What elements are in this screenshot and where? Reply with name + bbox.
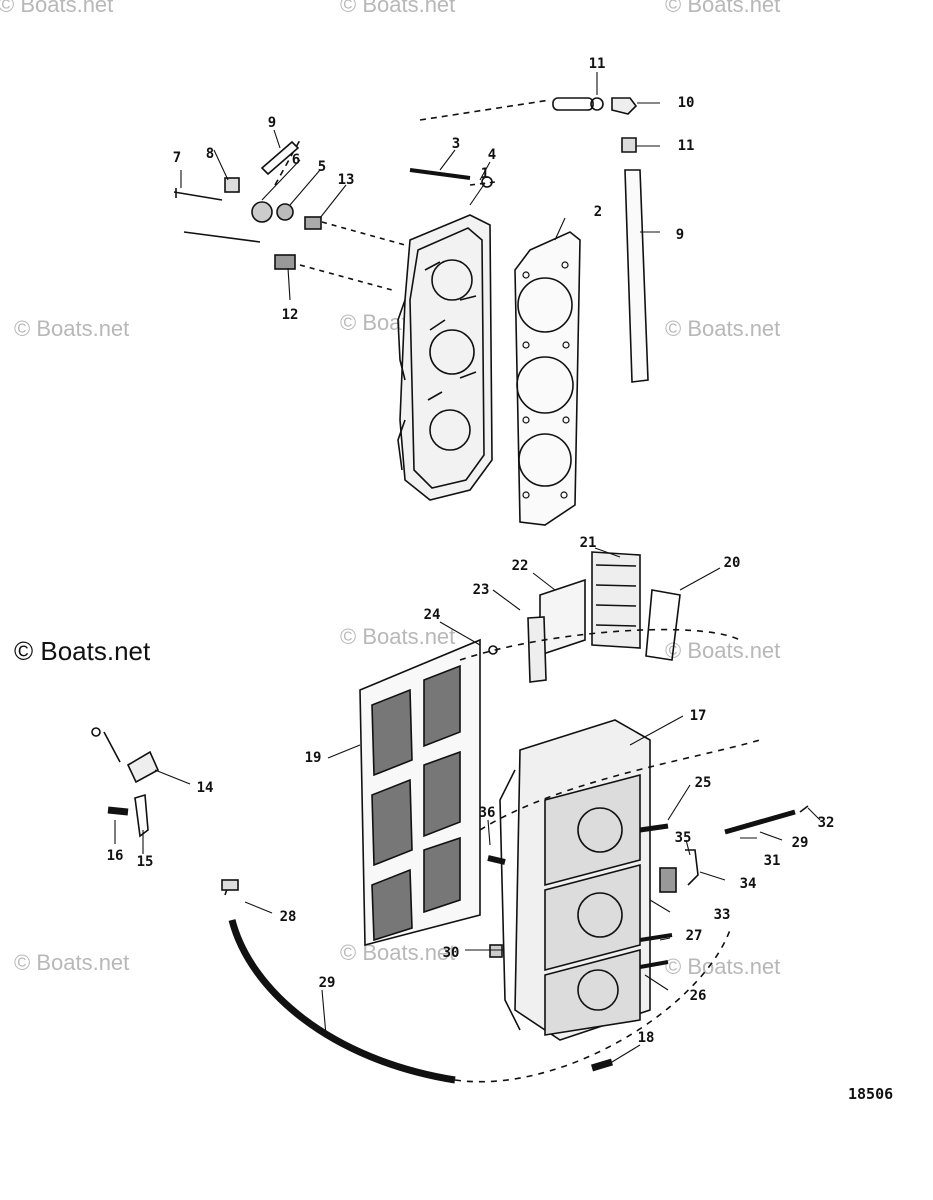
callout-3: 3: [451, 136, 461, 152]
hose-part: [624, 169, 649, 383]
reed-block-part: [488, 551, 681, 683]
callout-9: 9: [267, 115, 277, 131]
callout-27: 27: [685, 928, 703, 944]
watermark: © Boats.net: [665, 0, 781, 17]
fastener-group-lower: [91, 727, 809, 1072]
callout-9: 9: [675, 227, 685, 243]
callout-13: 13: [337, 172, 355, 188]
callout-1: 1: [480, 166, 490, 182]
callout-8: 8: [205, 146, 215, 162]
callout-21: 21: [579, 535, 597, 551]
callout-36: 36: [478, 805, 496, 821]
callout-34: 34: [739, 876, 757, 892]
leader-lines: [114, 72, 821, 1063]
callout-19: 19: [304, 750, 322, 766]
callout-31: 31: [763, 853, 781, 869]
figure-number: 18506: [848, 1085, 894, 1103]
cylinder-head-part: [397, 214, 493, 501]
callout-11: 11: [677, 138, 695, 154]
callout-32: 32: [817, 815, 835, 831]
callout-35: 35: [674, 830, 692, 846]
callout-29: 29: [318, 975, 336, 991]
callout-23: 23: [472, 582, 490, 598]
watermark: © Boats.net: [340, 624, 456, 649]
callout-14: 14: [196, 780, 214, 796]
watermark: © Boats.net: [0, 0, 114, 17]
cover-plate-part: [359, 638, 481, 947]
watermark: © Boats.net: [340, 0, 456, 17]
callout-24: 24: [423, 607, 441, 623]
watermark-main: © Boats.net: [14, 636, 151, 666]
callout-20: 20: [723, 555, 741, 571]
hose-short-part: [260, 140, 300, 176]
watermark: © Boats.net: [340, 940, 456, 965]
watermark: © Boats.net: [14, 316, 130, 341]
watermark: © Boats.net: [665, 316, 781, 341]
watermark: © Boats.net: [14, 950, 130, 975]
callout-30: 30: [442, 945, 460, 961]
callout-18: 18: [637, 1030, 655, 1046]
callout-33: 33: [713, 907, 731, 923]
callout-10: 10: [677, 95, 695, 111]
head-gasket-part: [514, 231, 581, 526]
callout-15: 15: [136, 854, 154, 870]
watermark: © Boats.net: [665, 954, 781, 979]
long-hose-part: [228, 919, 456, 1084]
hose-path-dashed: [274, 99, 551, 186]
callout-6: 6: [291, 152, 301, 168]
callout-12: 12: [281, 307, 299, 323]
crankcase-part: [499, 719, 651, 1041]
callout-29: 29: [791, 835, 809, 851]
callout-2: 2: [593, 204, 603, 220]
callout-22: 22: [511, 558, 529, 574]
callout-28: 28: [279, 909, 297, 925]
callout-16: 16: [106, 848, 124, 864]
callout-4: 4: [487, 147, 497, 163]
fastener-group-top: [173, 168, 493, 270]
callout-25: 25: [694, 775, 712, 791]
elbow-fitting-part: [552, 97, 638, 153]
callout-17: 17: [689, 708, 707, 724]
callout-5: 5: [317, 159, 327, 175]
dashed-routing-lines: [454, 628, 761, 1083]
watermark: © Boats.net: [665, 638, 781, 663]
callout-26: 26: [689, 988, 707, 1004]
callout-7: 7: [172, 150, 182, 166]
callout-11: 11: [588, 56, 606, 72]
